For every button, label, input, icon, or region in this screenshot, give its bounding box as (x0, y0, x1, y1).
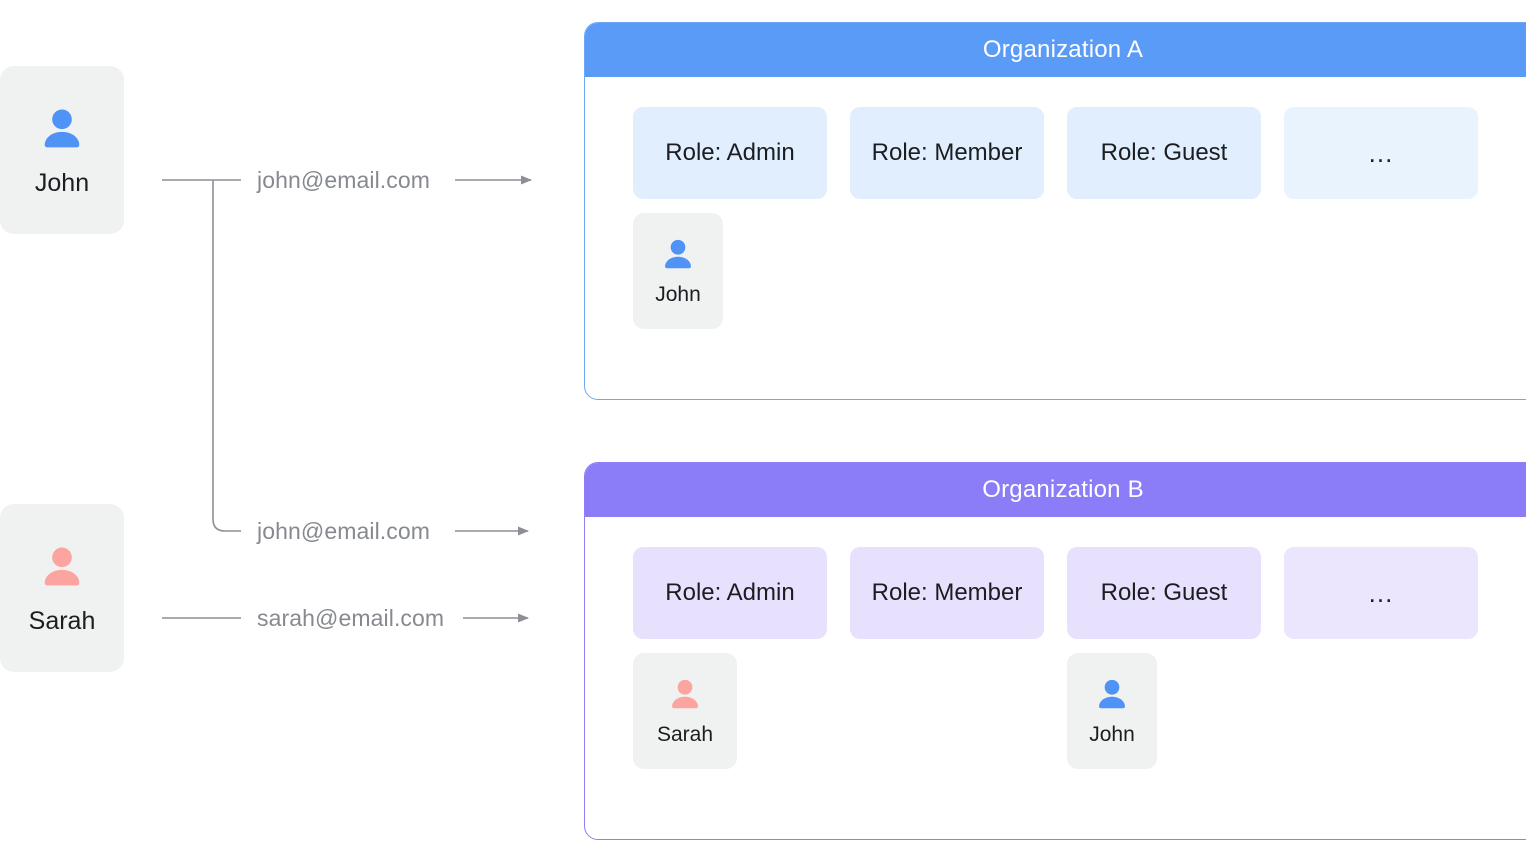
connection-label-john-org-a: john@email.com (257, 167, 431, 193)
identity-name: John (34, 168, 90, 197)
organization-b-member-john-slot: John (1067, 653, 1157, 769)
organization-panel-a: Organization A Role: Admin Role: Member … (584, 22, 1526, 400)
role-chip-label: Role: Guest (1100, 139, 1228, 166)
organization-a-title: Organization A (585, 23, 1526, 77)
organization-b-member-sarah-slot: Sarah (633, 653, 737, 769)
role-chip-guest[interactable]: Role: Guest (1067, 547, 1261, 639)
person-avatar-pink-icon (664, 675, 706, 717)
member-card-john[interactable]: John (1067, 653, 1157, 769)
person-avatar-pink-icon (34, 541, 90, 597)
role-chip-more[interactable]: ... (1284, 547, 1478, 639)
organization-panel-b: Organization B Role: Admin Role: Member … (584, 462, 1526, 840)
organization-b-title: Organization B (585, 463, 1526, 517)
identity-card-sarah[interactable]: Sarah (0, 504, 124, 672)
member-name: Sarah (656, 723, 714, 746)
organization-a-members: John (633, 213, 723, 329)
role-chip-admin[interactable]: Role: Admin (633, 547, 827, 639)
role-chip-label: Role: Admin (665, 579, 795, 606)
role-chip-member[interactable]: Role: Member (850, 107, 1044, 199)
role-chip-label: Role: Admin (665, 139, 795, 166)
role-chip-label: Role: Member (871, 579, 1023, 606)
role-chip-member[interactable]: Role: Member (850, 547, 1044, 639)
connection-label-sarah-org-b: sarah@email.com (257, 605, 445, 631)
member-card-sarah[interactable]: Sarah (633, 653, 737, 769)
member-card-john[interactable]: John (633, 213, 723, 329)
person-avatar-blue-icon (657, 235, 699, 277)
person-avatar-blue-icon (1091, 675, 1133, 717)
role-chip-label: Role: Guest (1100, 579, 1228, 606)
member-name: John (655, 283, 701, 306)
identity-card-john[interactable]: John (0, 66, 124, 234)
connection-label-john-org-b: john@email.com (257, 518, 431, 544)
identity-name: Sarah (28, 606, 96, 635)
role-chip-label: Role: Member (871, 139, 1023, 166)
organization-a-body: Role: Admin Role: Member Role: Guest ...… (585, 77, 1526, 399)
person-avatar-blue-icon (34, 103, 90, 159)
role-chip-more[interactable]: ... (1284, 107, 1478, 199)
role-chip-admin[interactable]: Role: Admin (633, 107, 827, 199)
organization-b-body: Role: Admin Role: Member Role: Guest ...… (585, 517, 1526, 839)
member-name: John (1089, 723, 1135, 746)
role-chip-guest[interactable]: Role: Guest (1067, 107, 1261, 199)
